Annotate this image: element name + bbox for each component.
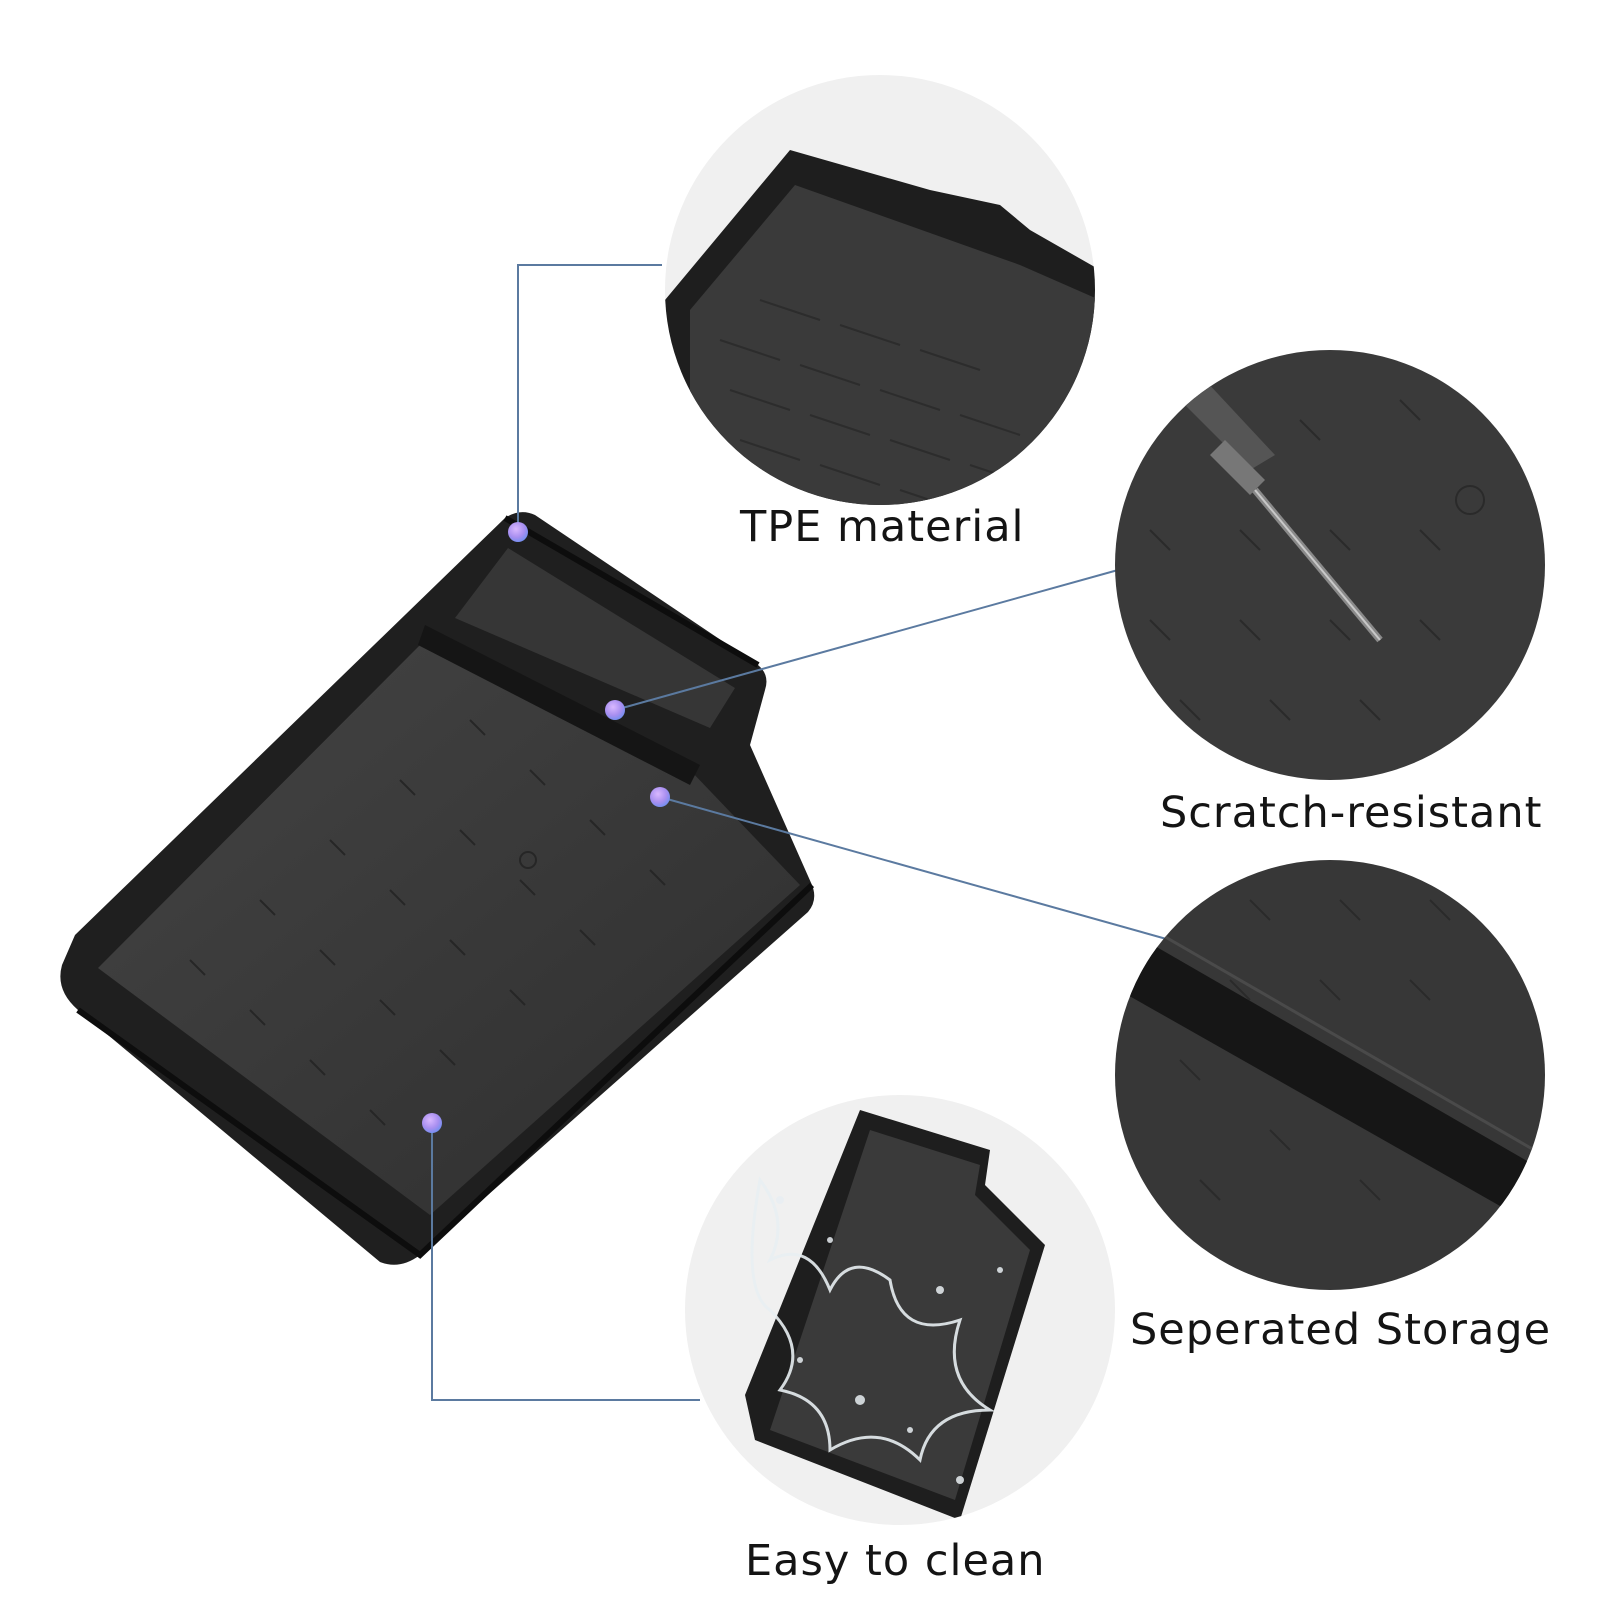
storage-divider [1115,920,1545,1240]
feature-label-storage: Seperated Storage [1130,1305,1552,1355]
feature-circle-storage [1115,860,1545,1290]
leader-line-tpe [517,264,662,532]
leader-line-clean [431,1123,700,1401]
tray-main-compartment [98,640,800,1215]
tray-small-compartment [455,548,735,728]
tray-divider [418,625,700,785]
feature-circle-scratch [1115,350,1545,780]
tray-rim [76,515,815,1259]
marker-dot-clean [422,1113,442,1133]
water-splash-icon [750,1176,996,1464]
feature-label-scratch: Scratch-resistant [1160,788,1543,838]
tray-floor-texture [189,719,666,1126]
main-tray [60,512,815,1265]
marker-dot-scratch [605,700,625,720]
tray-center-logo [519,851,537,869]
leader-line-scratch [614,569,1119,711]
marker-dots [422,522,670,1133]
feature-label-tpe: TPE material [740,502,1025,552]
feature-circle-tpe [665,75,1095,505]
leader-lines [431,264,1171,1401]
feature-label-clean: Easy to clean [745,1536,1046,1586]
screwdriver-icon [1180,380,1383,643]
leader-line-storage [659,796,1171,941]
feature-circle-clean [685,1095,1115,1525]
marker-dot-tpe [508,522,528,542]
marker-dot-storage [650,787,670,807]
